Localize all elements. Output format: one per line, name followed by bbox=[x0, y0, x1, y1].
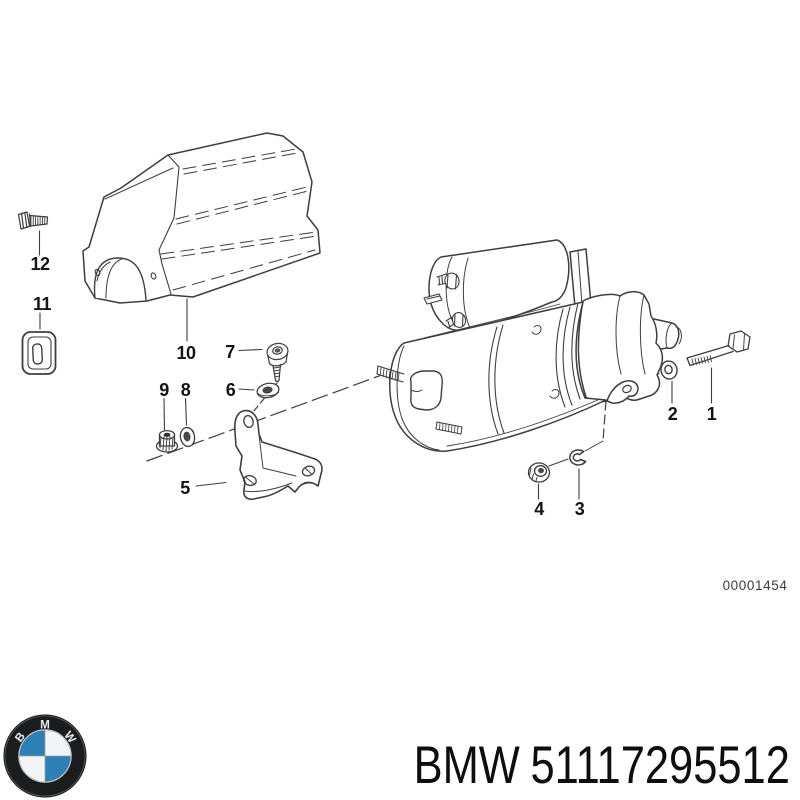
washer-8 bbox=[179, 426, 196, 448]
axis-screw7 bbox=[247, 382, 278, 419]
callout-1: 1 bbox=[707, 404, 717, 424]
callout-6: 6 bbox=[226, 380, 236, 400]
drawing-number: 00001454 bbox=[723, 578, 788, 593]
bolt-1 bbox=[686, 330, 751, 367]
axis-nut4-b bbox=[584, 440, 604, 452]
footer-part-number: 51117295512 bbox=[530, 736, 790, 795]
bmw-quadrant-tl bbox=[19, 730, 45, 756]
starter-motor bbox=[376, 239, 682, 452]
bolt-12-threads bbox=[30, 215, 46, 226]
leader-7 bbox=[238, 348, 263, 352]
grommet-11 bbox=[21, 331, 57, 375]
nut-4 bbox=[527, 462, 551, 483]
motor-body bbox=[389, 301, 607, 452]
callout-3: 3 bbox=[575, 499, 585, 519]
callout-2: 2 bbox=[668, 404, 678, 424]
motor-clip-2 bbox=[549, 389, 560, 399]
leader-lines bbox=[38, 230, 713, 500]
cover-dome-inner2 bbox=[96, 261, 111, 282]
washer-6 bbox=[256, 382, 280, 399]
cover-hole-2 bbox=[150, 272, 157, 280]
callout-9: 9 bbox=[159, 380, 169, 400]
motor-bottom-seam bbox=[446, 398, 601, 447]
parts-diagram: 1 2 3 4 5 6 7 8 9 10 11 12 00001454 bbox=[17, 132, 788, 593]
motor-stud bbox=[376, 365, 405, 383]
axis-nut4-c bbox=[548, 458, 569, 467]
bmw-quadrant-tr bbox=[45, 730, 71, 756]
solenoid-terminals bbox=[423, 272, 467, 353]
callout-5: 5 bbox=[180, 478, 190, 498]
screw-7 bbox=[266, 342, 289, 383]
callout-7: 7 bbox=[225, 342, 235, 362]
cover-dome-inner bbox=[105, 258, 123, 299]
axis-nut4 bbox=[602, 400, 607, 442]
callout-11: 11 bbox=[33, 294, 52, 314]
bracket-hole-top bbox=[243, 414, 254, 429]
callout-4: 4 bbox=[534, 499, 544, 519]
bmw-logo: B M W bbox=[3, 714, 87, 798]
callout-10: 10 bbox=[176, 343, 196, 363]
lock-washer-3 bbox=[569, 449, 587, 466]
bmw-quadrant-br bbox=[45, 756, 71, 782]
washer-2 bbox=[660, 360, 678, 380]
nut-9 bbox=[155, 429, 179, 453]
callout-labels: 1 2 3 4 5 6 7 8 9 10 11 12 bbox=[30, 254, 717, 519]
footer-brand: BMW bbox=[413, 736, 520, 795]
starter-ear-hole bbox=[622, 384, 632, 394]
callout-8: 8 bbox=[181, 380, 191, 400]
motor-top-seam bbox=[423, 303, 561, 339]
leader-9 bbox=[163, 397, 166, 431]
leader-6 bbox=[238, 388, 255, 391]
bmw-logo-letter-m: M bbox=[40, 718, 50, 731]
motor-thread-patch bbox=[435, 421, 463, 435]
cover-front-crease bbox=[158, 154, 180, 295]
cover-dome bbox=[93, 257, 147, 301]
cover-ribs bbox=[160, 148, 318, 291]
callout-12: 12 bbox=[30, 254, 50, 274]
cover-part-10 bbox=[82, 132, 321, 304]
bracket-5 bbox=[234, 409, 323, 500]
motor-endface-notch bbox=[409, 370, 443, 411]
bracket-hole-right bbox=[301, 465, 316, 477]
cover-hole-1 bbox=[94, 268, 101, 277]
motor-bands bbox=[488, 302, 581, 435]
axis-diagonal bbox=[146, 375, 380, 462]
leader-5 bbox=[195, 481, 227, 487]
motor-clip-1 bbox=[531, 325, 542, 335]
bolt-12 bbox=[17, 211, 49, 230]
cover-left-facet bbox=[104, 167, 174, 200]
motor-endcap-rim bbox=[396, 345, 440, 451]
bmw-quadrant-bl bbox=[19, 756, 45, 782]
bracket-hole-bottom bbox=[243, 474, 257, 487]
leader-8 bbox=[184, 397, 188, 426]
